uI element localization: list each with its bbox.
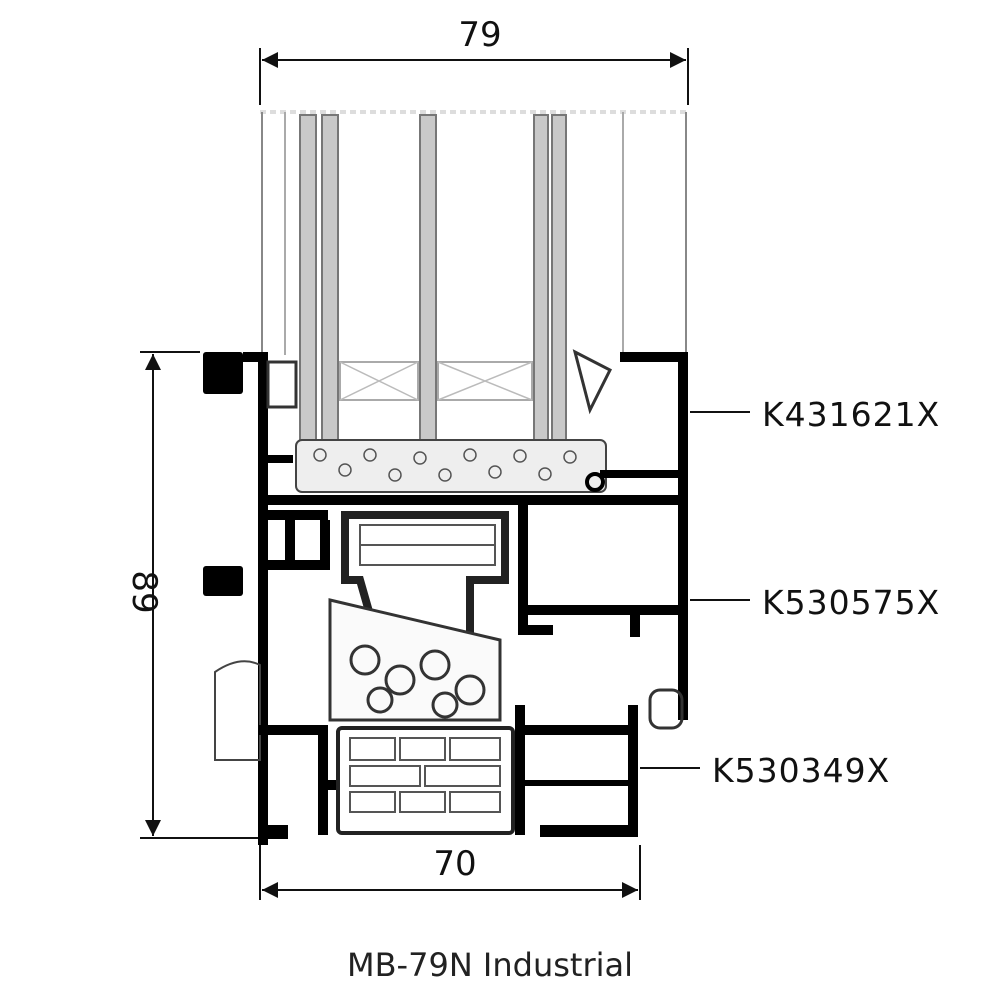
setting-block bbox=[295, 439, 607, 493]
diagram-caption: MB-79N Industrial bbox=[346, 946, 633, 984]
glass-pane-middle bbox=[419, 114, 437, 441]
part-label-k431621x: K431621X bbox=[762, 395, 940, 434]
top-dimension-label: 79 bbox=[458, 15, 501, 55]
part-callouts: K431621X K530575X K530349X bbox=[640, 395, 940, 790]
bottom-dimension: 70 bbox=[259, 844, 641, 900]
bottom-dimension-label: 70 bbox=[433, 844, 476, 884]
frame-profile-bottom bbox=[258, 705, 638, 839]
thermal-insulation bbox=[214, 598, 684, 761]
glazing-unit bbox=[260, 110, 688, 493]
part-label-k530575x: K530575X bbox=[762, 583, 940, 622]
top-dimension: 79 bbox=[259, 15, 689, 105]
height-dimension-label: 89 bbox=[124, 570, 164, 613]
glass-pane-inner bbox=[533, 114, 549, 441]
glass-pane-outer bbox=[299, 114, 317, 441]
frame-profile-middle bbox=[203, 505, 688, 845]
part-label-k530349x: K530349X bbox=[712, 751, 890, 790]
height-dimension: 89 bbox=[124, 351, 260, 839]
sash-profile bbox=[203, 349, 688, 505]
